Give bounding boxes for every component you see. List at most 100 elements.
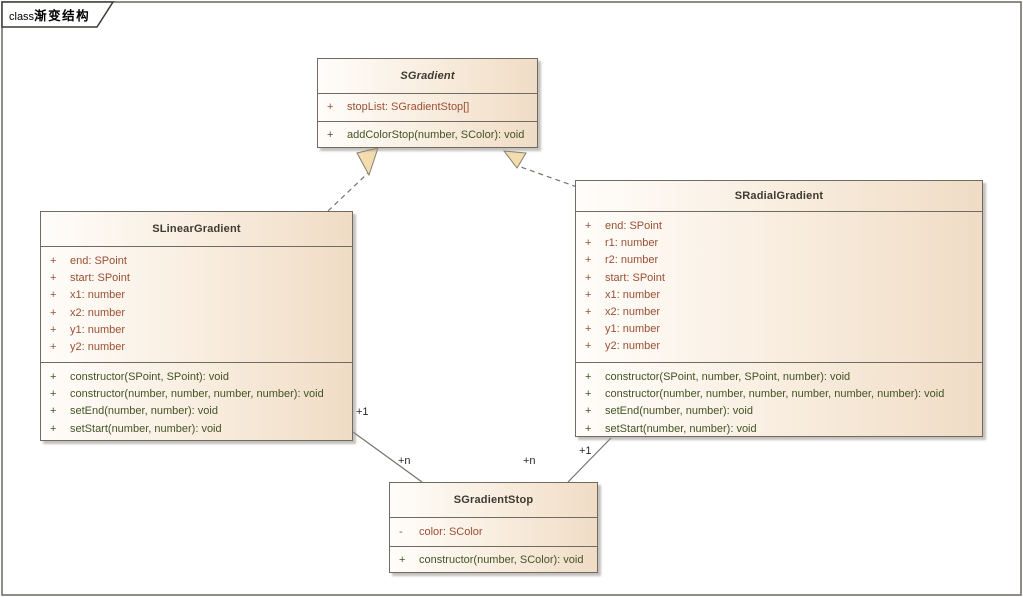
hollow-triangle-arrowhead [356,147,379,177]
method-text: setStart(number, number): void [70,422,222,435]
method-text: setEnd(number, number): void [605,405,753,418]
visibility-marker: + [585,237,592,250]
attribute-text: y2: number [605,340,661,353]
attribute-text: color: SColor [419,526,483,538]
method-text: constructor(number, number, number, numb… [70,388,324,401]
visibility-marker: + [585,371,592,383]
frame-title: class渐变结构 [9,5,90,24]
method-text: constructor(SPoint, SPoint): void [70,371,229,383]
class-slineargradient[interactable]: SLinearGradient + end: SPoint + start: SPo… [40,211,353,441]
method-row: + constructor(number, SColor): void [390,552,597,569]
visibility-marker: + [327,101,334,113]
attribute-text: r1: number [605,237,659,250]
attribute-text: stopList: SGradientStop[] [347,101,470,113]
attribute-text: x1: number [605,288,661,301]
attribute-row: + y1: number [41,322,352,339]
attribute-row: + start: SPoint [41,270,352,287]
class-sgradient[interactable]: SGradient +stopList: SGradientStop[] +ad… [317,58,538,148]
multiplicity-label-linear-source: +1 [356,406,369,418]
methods-compartment: + constructor(SPoint, SPoint): void + cons… [41,362,352,442]
attribute-row: + x1: number [576,287,982,304]
visibility-marker: + [585,271,592,284]
realization-slineargradient-sgradient[interactable] [327,147,379,212]
multiplicity-label-linear-target: +n [398,455,411,467]
association-slineargradient-sgradientstop[interactable] [352,431,423,483]
methods-compartment: + addColorStop(number, SColor): void [318,121,537,149]
method-row: + setStart(number, number): void [576,421,982,438]
visibility-marker: + [50,371,57,383]
methods-compartment: + constructor(SPoint, number, SPoint, num… [576,362,982,438]
method-row: + constructor(SPoint, SPoint): void [41,369,352,386]
attribute-row: +y2: number [41,339,352,356]
method-text: setStart(number, number): void [605,422,757,435]
visibility-marker: - [399,526,403,538]
attribute-row: + x1: number [41,287,352,304]
method-row: +setStart(number, number): void [41,421,352,438]
attribute-text: end: SPoint [605,220,662,232]
visibility-marker: + [585,422,592,435]
frame-name: 渐变结构 [34,9,91,23]
association-sradialgradient-sgradientstop[interactable] [567,437,612,483]
visibility-marker: + [327,129,334,141]
method-row: + addColorStop(number, SColor): void [318,127,537,144]
class-name: SLinearGradient [152,223,241,235]
realization-sradialgradient-sgradient[interactable] [502,150,578,188]
method-row: + setEnd(number, number): void [41,403,352,420]
attribute-row: + y2: number [576,338,982,355]
visibility-marker: + [50,289,57,302]
visibility-marker: + [585,340,592,353]
class-sgradientstop[interactable]: SGradientStop - color: SColor + constructo… [389,482,598,573]
multiplicity-label-radial-source: +1 [579,445,592,457]
method-text: constructor(SPoint, number, SPoint, numb… [605,371,851,383]
attribute-text: start: SPoint [70,272,130,285]
attribute-row: - color: SColor [390,524,597,541]
attribute-text: y1: number [605,323,661,336]
method-text: constructor(number, number, number, numb… [605,388,945,401]
attribute-row: + x2: number [41,305,352,322]
attribute-row: + start: SPoint [576,270,982,287]
class-sradialgradient[interactable]: SRadialGradient +end: SPoint +r1: number… [575,180,983,437]
visibility-marker: + [50,405,57,418]
visibility-marker: + [50,255,57,267]
attribute-text: x1: number [70,289,126,302]
attribute-row: + r2: number [576,252,982,269]
attribute-text: end: SPoint [70,255,127,267]
visibility-marker: + [50,306,57,319]
attribute-row: + r1: number [576,235,982,252]
method-text: setEnd(number, number): void [70,405,218,418]
visibility-marker: + [50,341,57,354]
method-text: constructor(number, SColor): void [419,554,584,566]
attribute-row: + end: SPoint [41,253,352,270]
visibility-marker: + [50,323,57,336]
method-row: + constructor(number, number, number, num… [41,386,352,403]
method-row: +setEnd(number, number): void [576,403,982,420]
attribute-row: + x2: number [576,304,982,321]
visibility-marker: + [585,323,592,336]
visibility-marker: + [399,554,406,566]
attribute-text: x2: number [605,306,661,319]
multiplicity-label-radial-target: +n [523,455,536,467]
attributes-compartment: +end: SPoint +start: SPoint +x1: number … [41,246,352,362]
attribute-text: x2: number [70,306,126,319]
attribute-text: start: SPoint [605,271,665,284]
attribute-row: + end: SPoint [576,218,982,235]
visibility-marker: + [585,254,592,267]
attribute-row: + stopList: SGradientStop[] [318,99,537,116]
visibility-marker: + [50,388,57,401]
attribute-text: r2: number [605,254,659,267]
visibility-marker: + [585,220,592,232]
method-text: addColorStop(number, SColor): void [347,129,525,141]
visibility-marker: + [585,288,592,301]
attributes-compartment: - color: SColor [390,517,597,546]
class-name: SGradientStop [453,494,534,506]
attributes-compartment: + end: SPoint + r1: number + r2: number + st… [576,211,982,362]
visibility-marker: + [585,306,592,319]
method-row: + constructor(number, number, number, num… [576,386,982,403]
attribute-text: y1: number [70,323,126,336]
visibility-marker: + [50,272,57,285]
diagram-frame-tab [1,1,115,28]
visibility-marker: + [585,388,592,401]
